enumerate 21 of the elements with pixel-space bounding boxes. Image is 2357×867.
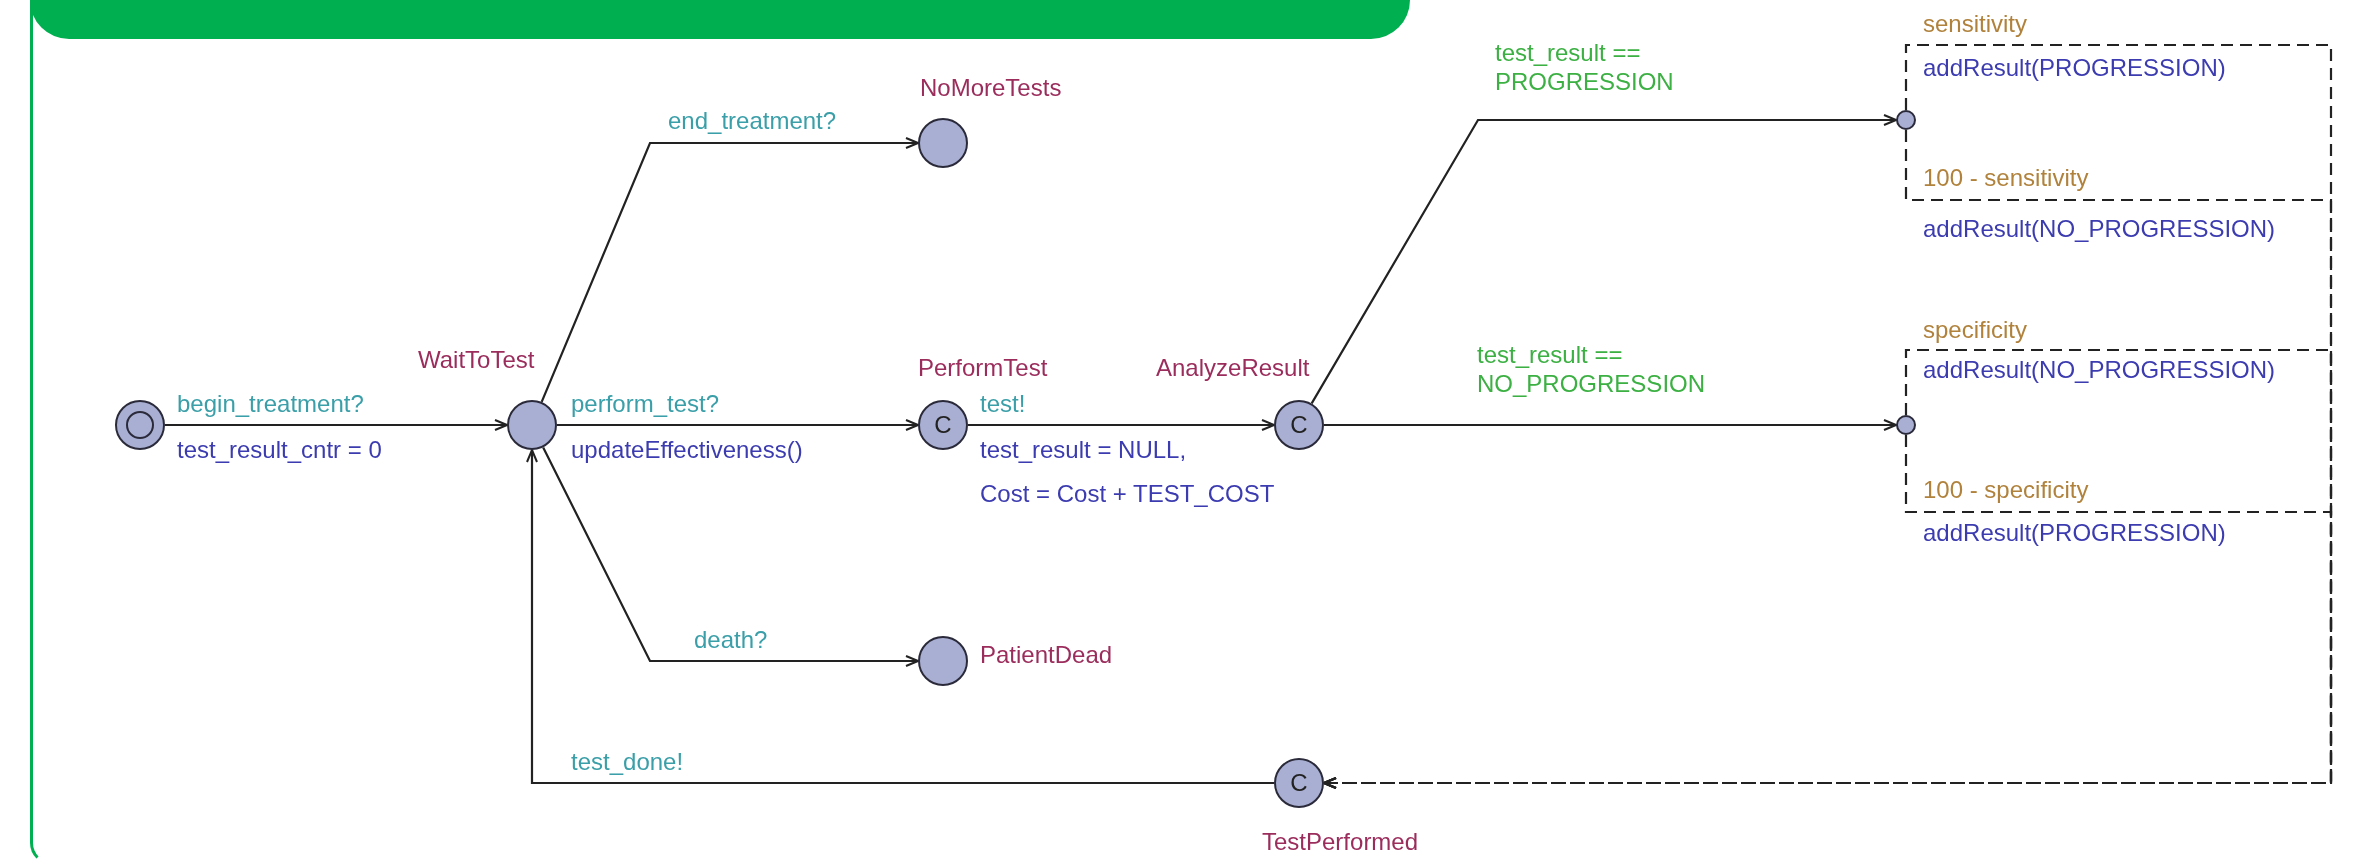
transition-arrow: [542, 446, 919, 667]
committed-location: [1274, 400, 1324, 450]
committed-mark: C: [934, 413, 952, 437]
transition-arrow: [1310, 114, 1897, 404]
transition-arrow: [1323, 435, 2333, 789]
transition-arrow: [165, 419, 508, 431]
initial-location: [115, 400, 165, 450]
location-circle: [507, 400, 557, 450]
branch-point: [1896, 110, 1916, 130]
committed-location: [918, 400, 968, 450]
location-circle: [918, 118, 968, 168]
transition-arrow: [540, 137, 919, 403]
committed-mark: C: [1290, 771, 1308, 795]
transition-arrow: [557, 419, 919, 431]
transition-arrow: [1324, 419, 1897, 431]
transition-arrow: [968, 419, 1275, 431]
committed-mark: C: [1290, 413, 1308, 437]
transition-arrow: [526, 449, 1274, 785]
location-circle: [918, 636, 968, 686]
branch-point: [1896, 415, 1916, 435]
committed-location: [1274, 758, 1324, 808]
